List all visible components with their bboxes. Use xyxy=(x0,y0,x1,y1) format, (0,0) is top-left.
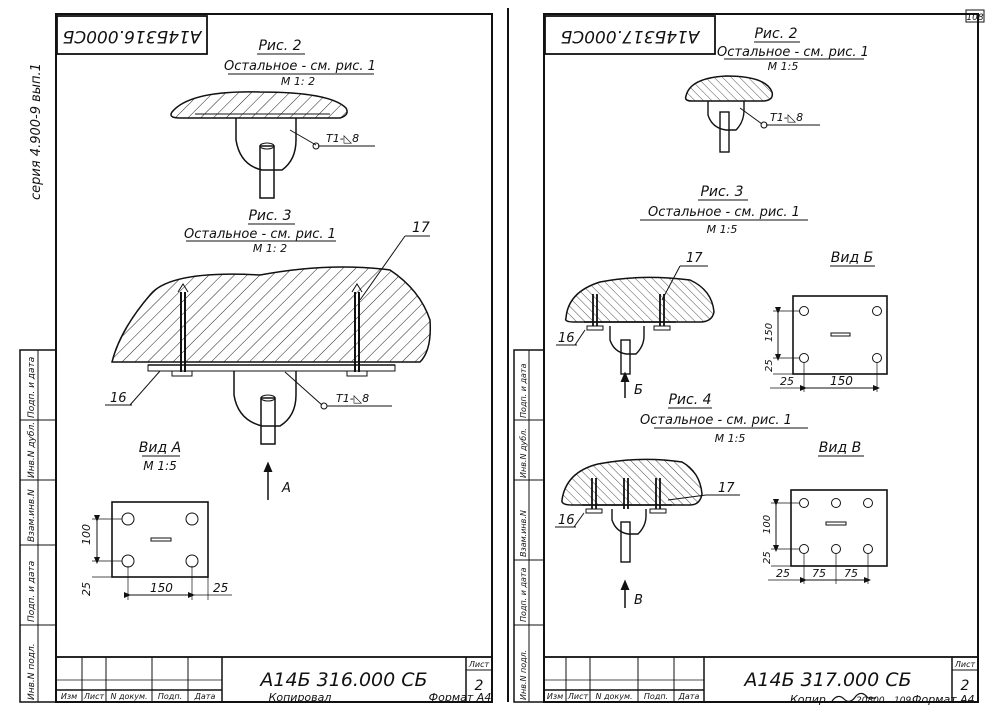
right-fig3-note: Остальное - см. рис. 1 xyxy=(648,205,800,220)
left-fig3-drawing: Т1-◺8 16 А xyxy=(105,266,432,500)
right-view-v-dim-100: 100 xyxy=(762,515,773,534)
copier-signature-icon xyxy=(831,692,876,702)
right-fig2-title: Рис. 2 xyxy=(754,26,797,42)
left-fig2-scale: М 1: 2 xyxy=(281,75,315,88)
right-tb-designation: А14Б 317.000 СБ xyxy=(742,669,911,691)
right-copy-number: 20800 xyxy=(856,696,885,706)
right-tb-sheet-number: 2 xyxy=(961,678,970,694)
right-fig4-callout-16: 16 xyxy=(558,513,575,528)
series-label: серия 4.900-9 вып.1 xyxy=(29,63,44,200)
left-fig2-weld: Т1-◺8 xyxy=(326,132,359,145)
left-stamp-5: Подп. и дата xyxy=(27,357,37,418)
left-stamp-3: Взам.инв.N xyxy=(27,489,37,542)
left-format: Формат А4 xyxy=(429,691,492,704)
right-view-b-title: Вид Б xyxy=(831,250,873,266)
left-tb-col-4: Подп. xyxy=(158,692,182,701)
right-tb-col-4: Подп. xyxy=(644,692,668,701)
right-view-v-dim-25-v: 25 xyxy=(762,551,773,564)
left-side-stamps: Инв.N подл. Подп. и дата Взам.инв.N Инв.… xyxy=(19,349,57,703)
left-view-a-title: Вид А xyxy=(139,440,181,456)
left-view-a-scale: М 1:5 xyxy=(143,459,176,473)
left-tb-sheet-label: Лист xyxy=(468,660,490,669)
left-stamp-2: Подп. и дата xyxy=(27,561,37,622)
right-view-b-plate: 150 25 25 150 xyxy=(764,295,888,392)
right-stamp-3: Взам.инв.N xyxy=(519,510,528,557)
left-view-a-dim-25-h: 25 xyxy=(213,581,228,595)
right-fig3-callout-16: 16 xyxy=(558,331,575,346)
left-fig3-title: Рис. 3 xyxy=(248,208,291,224)
left-fig3-note: Остальное - см. рис. 1 xyxy=(184,227,336,242)
right-view-v-title: Вид В xyxy=(819,440,861,456)
right-fig2-note: Остальное - см. рис. 1 xyxy=(717,45,869,60)
left-title-block: Изм Лист N докум. Подп. Дата А14Б 316.00… xyxy=(55,656,493,703)
right-code-stamp: А14Б317.000СБ xyxy=(561,26,701,46)
left-fig2-drawing: Т1-◺8 xyxy=(170,91,375,199)
page-number: 108 xyxy=(966,13,983,23)
right-view-v-dim-75a: 75 xyxy=(812,567,826,580)
left-fig2-title: Рис. 2 xyxy=(258,38,301,54)
left-view-a-dim-100: 100 xyxy=(80,524,93,545)
left-fig3-callout-17: 17 xyxy=(412,220,430,236)
right-view-v-dim-75b: 75 xyxy=(844,567,858,580)
right-stamp-5: Подп. и дата xyxy=(519,363,528,418)
right-fig2-weld: Т1-◺8 xyxy=(770,111,803,124)
right-side-stamps: Инв.N подл. Подп. и дата Взам.инв.N Инв.… xyxy=(513,349,545,703)
right-stamp-2: Подп. и дата xyxy=(519,567,528,622)
right-tb-col-2: Лист xyxy=(567,692,589,701)
right-fig4-drawing: 17 16 В xyxy=(555,458,740,608)
left-view-a-dim-25-v: 25 xyxy=(80,582,93,596)
left-fig3-callout-16: 16 xyxy=(110,391,127,406)
left-stamp-1: Инв.N подл. xyxy=(27,643,37,700)
left-fig2-note: Остальное - см. рис. 1 xyxy=(224,59,376,74)
right-fig3-drawing: 16 Б xyxy=(556,276,715,398)
right-format: Формат А4 xyxy=(912,693,975,706)
right-fig3-callout-17: 17 xyxy=(686,251,703,266)
left-tb-col-5: Дата xyxy=(194,692,216,701)
right-stamp-1: Инв.N подл. xyxy=(519,650,528,700)
left-tb-sheet-number: 2 xyxy=(475,678,484,694)
right-view-b-dim-150-v: 150 xyxy=(764,323,775,342)
left-tb-designation: А14Б 316.000 СБ xyxy=(258,669,427,691)
right-fig3-title: Рис. 3 xyxy=(700,184,743,200)
right-tb-col-3: N докум. xyxy=(595,692,632,701)
right-view-b-dim-25-v: 25 xyxy=(764,359,775,372)
left-tb-col-1: Изм xyxy=(61,692,77,701)
right-view-v-plate: 100 25 25 75 75 xyxy=(762,489,888,584)
right-fig2-drawing: Т1-◺8 xyxy=(684,75,820,153)
right-tb-col-1: Изм xyxy=(547,692,563,701)
right-view-v-dim-25-h: 25 xyxy=(776,567,790,580)
right-tb-sheet-label: Лист xyxy=(954,660,976,669)
left-tb-col-2: Лист xyxy=(83,692,105,701)
right-title-block: Изм Лист N докум. Подп. Дата А14Б 317.00… xyxy=(543,656,979,703)
left-view-a-dim-150: 150 xyxy=(150,581,173,595)
left-tb-col-3: N докум. xyxy=(110,692,147,701)
right-fig4-scale: М 1:5 xyxy=(715,432,746,445)
left-fig3-weld: Т1-◺8 xyxy=(336,392,369,405)
right-stamp-4: Инв.N дубл. xyxy=(519,428,528,478)
right-fig4-title: Рис. 4 xyxy=(668,392,711,408)
right-view-b-dim-150-h: 150 xyxy=(830,374,853,388)
right-fig4-note: Остальное - см. рис. 1 xyxy=(640,413,792,428)
right-fig4-callout-17: 17 xyxy=(718,481,735,496)
right-fig4-arrow-label: В xyxy=(634,593,643,608)
left-copied-by: Копировал xyxy=(269,691,332,704)
left-view-a-plate: 100 25 150 25 xyxy=(80,501,232,600)
left-code-stamp: А14Б316.000СБ xyxy=(63,26,203,46)
right-fig3-scale: М 1:5 xyxy=(707,223,738,236)
left-stamp-4: Инв.N дубл. xyxy=(27,422,37,478)
left-sheet: серия 4.900-9 вып.1 А14Б316.000СБ Рис. 2… xyxy=(19,13,493,704)
right-tb-col-5: Дата xyxy=(678,692,700,701)
right-copied-by: Копир. xyxy=(790,693,829,706)
right-sheet: 108 А14Б317.000СБ Рис. 2 Остальное - см.… xyxy=(507,8,985,706)
right-view-b-dim-25-h: 25 xyxy=(780,375,794,388)
right-fig3-arrow-label: Б xyxy=(634,383,643,398)
left-fig3-arrow-label: А xyxy=(281,481,291,496)
left-fig3-scale: М 1: 2 xyxy=(253,242,287,255)
right-page-footer: 109 xyxy=(894,696,911,706)
right-fig2-scale: М 1:5 xyxy=(768,60,799,73)
